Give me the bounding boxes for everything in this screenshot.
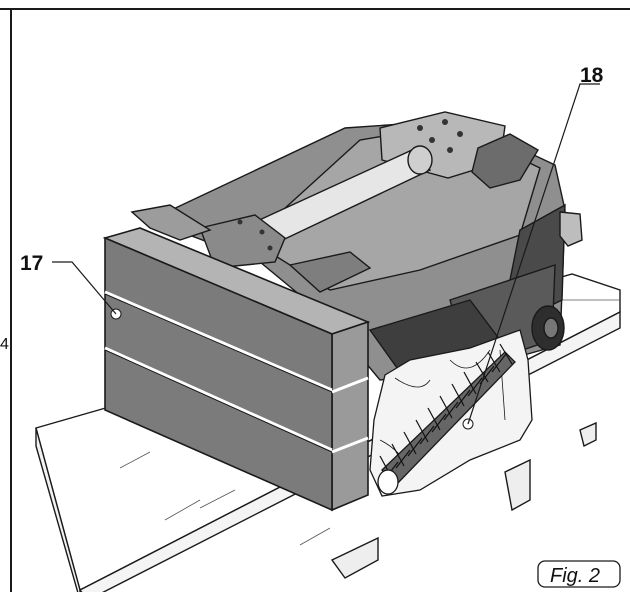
edge-mark-4: 4 xyxy=(0,336,9,353)
page-frame xyxy=(0,8,630,592)
figure-caption: Fig. 2 xyxy=(550,565,600,587)
callout-17: 17 xyxy=(20,252,43,275)
leader-lines xyxy=(52,83,600,425)
accessory-box xyxy=(102,227,371,512)
figure-caption-box: Fig. 2 xyxy=(537,560,621,588)
callout-18: 18 xyxy=(580,64,604,87)
